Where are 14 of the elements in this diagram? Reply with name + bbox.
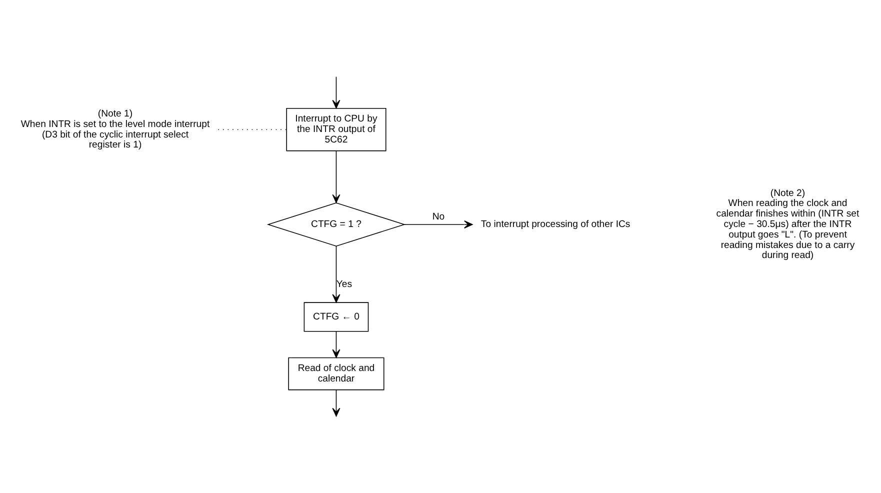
node-box: Read of clock and calendar <box>288 357 384 390</box>
node-text: To interrupt processing of other ICs <box>480 218 630 230</box>
arrow <box>332 246 340 303</box>
label: (Note 2) <box>770 188 806 199</box>
arrow <box>332 150 340 204</box>
edge-label: No <box>432 211 445 222</box>
node-box: Interrupt to CPU by the INTR output of 5C62 <box>286 108 386 152</box>
arrow <box>332 331 340 358</box>
label: When reading the clock and calendar finishes within (INTR set cycle − 30.5μs) after the INTR output goes "L". (To prevent reading mistakes due to a carry during read) <box>716 198 860 262</box>
node-text: (Note 1) When INTR is set to the level mode interrupt (D3 bit of the cyclic interrupt select register is 1) <box>20 108 210 151</box>
node-diamond: CTFG = 1 ? <box>266 202 406 247</box>
arrow <box>404 220 473 228</box>
edge-label: Yes <box>336 279 352 290</box>
node-box: CTFG ← 0 <box>304 302 369 332</box>
